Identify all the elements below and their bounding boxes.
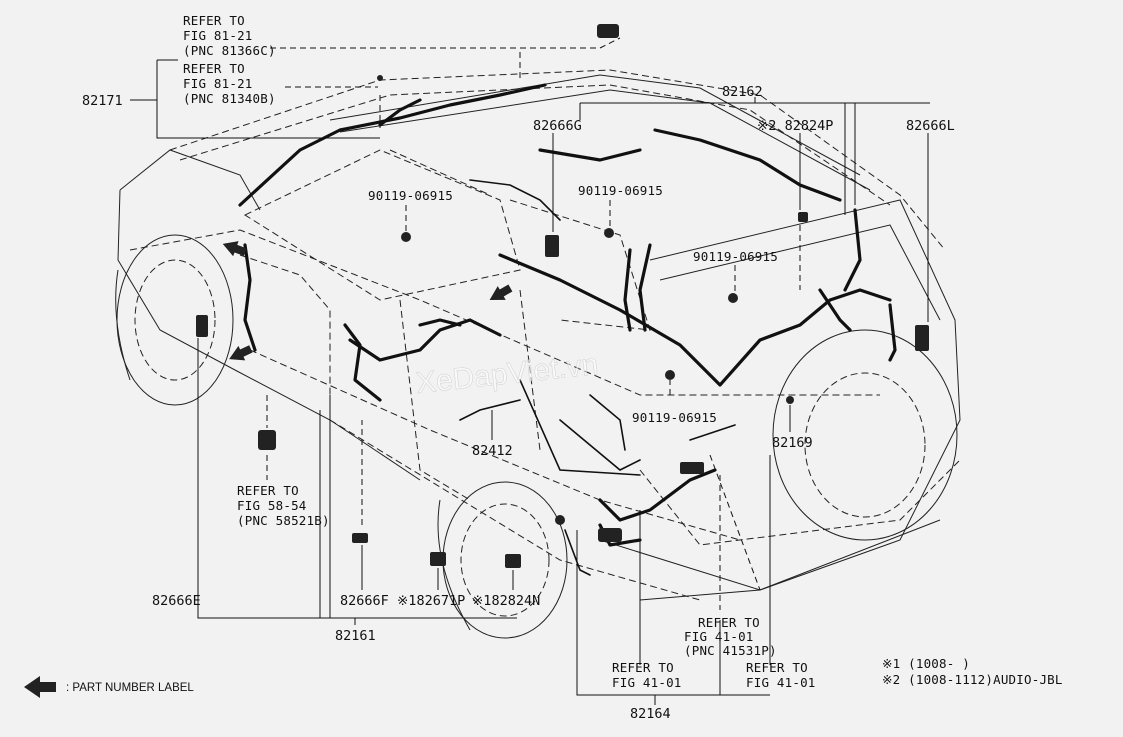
- vehicle-body-outline: [117, 69, 961, 601]
- callout-ref-81366c: REFER TO FIG 81-21 (PNC 81366C): [183, 13, 276, 58]
- part-number-bolt-a: 90119-06915: [368, 188, 453, 203]
- part-82824p: [798, 212, 808, 222]
- callout-ref-58521b: REFER TO FIG 58-54 (PNC 58521B): [237, 483, 330, 528]
- callout-ref-41-01-a-line2: FIG 41-01: [612, 675, 682, 690]
- bolt-d: [665, 370, 675, 380]
- part-58521b: [258, 430, 276, 450]
- part-number-82666g: 82666G: [533, 118, 582, 134]
- part-number-82164: 82164: [630, 706, 671, 722]
- leader-lines: [130, 37, 930, 705]
- part-82666g: [545, 235, 559, 257]
- callout-ref-81340b: REFER TO FIG 81-21 (PNC 81340B): [183, 61, 276, 106]
- part-82666e: [196, 315, 208, 337]
- part-module-top: [597, 24, 619, 38]
- part-number-bolt-b: 90119-06915: [578, 183, 663, 198]
- watermark: XeDapViet.vn: [414, 348, 599, 400]
- callout-ref-81340b-line2: FIG 81-21: [183, 76, 253, 91]
- part-82666l: [915, 325, 929, 351]
- part-number-82162: 82162: [722, 84, 763, 100]
- part-82671p: [430, 552, 446, 566]
- callout-ref-41531p: REFER TO FIG 41-01 (PNC 41531P): [684, 615, 777, 658]
- part-number-bolt-d: 90119-06915: [632, 410, 717, 425]
- bolt-b: [604, 228, 614, 238]
- part-82169: [786, 396, 794, 404]
- wire-harness-main: [238, 83, 897, 576]
- clip-roof: [377, 75, 383, 81]
- part-number-82666e: 82666E: [152, 593, 201, 609]
- part-82666f: [352, 533, 368, 543]
- footnote-2: ※2 (1008-1112)AUDIO-JBL: [882, 672, 1063, 687]
- callout-ref-41-01-b-line1: REFER TO: [746, 660, 808, 675]
- callout-ref-41531p-line1: REFER TO: [698, 615, 760, 630]
- rear-wheel: [437, 481, 568, 639]
- callout-ref-58521b-line2: FIG 58-54: [237, 498, 307, 513]
- arrow-left-icon: [24, 676, 56, 698]
- callout-ref-81366c-line3: (PNC 81366C): [183, 43, 276, 58]
- part-82164-conn: [598, 528, 622, 542]
- footnote-1: ※1 (1008- ): [882, 656, 970, 671]
- callout-ref-81366c-line2: FIG 81-21: [183, 28, 253, 43]
- callout-ref-81366c-line1: REFER TO: [183, 13, 245, 28]
- footnotes: ※1 (1008- ) ※2 (1008-1112)AUDIO-JBL: [882, 656, 1063, 687]
- callout-ref-41-01-b-line2: FIG 41-01: [746, 675, 816, 690]
- part-number-82824n: ※182824N: [472, 593, 540, 609]
- part-number-82824p: ※2 82824P: [757, 118, 833, 134]
- bolt-c: [728, 293, 738, 303]
- part-rear-conn: [680, 462, 704, 474]
- legend-label: : PART NUMBER LABEL: [66, 682, 194, 694]
- callout-ref-58521b-line3: (PNC 58521B): [237, 513, 330, 528]
- callout-ref-81340b-line1: REFER TO: [183, 61, 245, 76]
- spare-tire: [772, 329, 958, 541]
- legend: : PART NUMBER LABEL: [24, 676, 194, 698]
- callout-ref-58521b-line1: REFER TO: [237, 483, 299, 498]
- clip-wheelhouse: [555, 515, 565, 525]
- part-number-82666l: 82666L: [906, 118, 955, 134]
- callout-ref-41-01-b: REFER TO FIG 41-01: [746, 660, 816, 690]
- part-number-82666f: 82666F: [340, 593, 389, 609]
- part-number-82169: 82169: [772, 435, 813, 451]
- label-arrow-2: [229, 345, 253, 361]
- part-number-bolt-c: 90119-06915: [693, 249, 778, 264]
- part-number-82671p: ※182671P: [397, 593, 465, 609]
- callout-ref-41-01-a-line1: REFER TO: [612, 660, 674, 675]
- part-number-82412: 82412: [472, 443, 513, 459]
- callout-ref-81340b-line3: (PNC 81340B): [183, 91, 276, 106]
- callout-ref-41531p-line2: FIG 41-01: [684, 629, 754, 644]
- bolt-a: [401, 232, 411, 242]
- label-arrow-3: [489, 284, 513, 300]
- callout-ref-41-01-a: REFER TO FIG 41-01: [612, 660, 682, 690]
- label-arrows: [222, 241, 513, 361]
- connector-parts: [196, 24, 929, 568]
- part-82824n: [505, 554, 521, 568]
- part-number-82171: 82171: [82, 93, 123, 109]
- callout-ref-41531p-line3: (PNC 41531P): [684, 643, 777, 658]
- front-wheel: [115, 234, 234, 406]
- label-arrow-1: [222, 241, 247, 257]
- part-number-82161: 82161: [335, 628, 376, 644]
